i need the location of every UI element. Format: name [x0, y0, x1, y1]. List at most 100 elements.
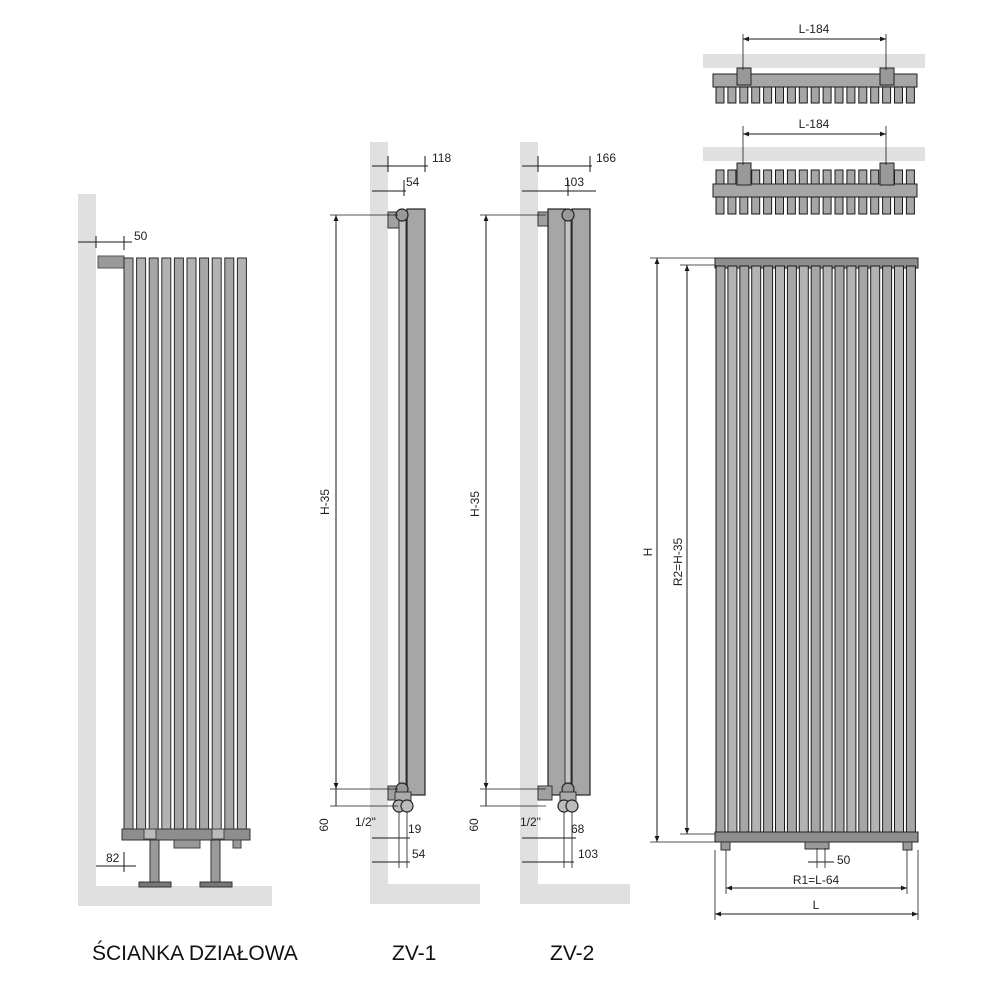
top-view-1: L-184 — [703, 22, 925, 104]
top2-fin-lower — [834, 196, 844, 215]
front-tube — [775, 265, 785, 833]
top2-fin-lower — [763, 196, 773, 215]
partition-tube — [148, 257, 159, 831]
top2-fin-upper — [727, 169, 737, 185]
top2-fin-lower — [894, 196, 903, 215]
top2-fin-lower — [905, 196, 915, 215]
dim-zv2-inner: 68 — [571, 822, 585, 836]
top2-wall — [703, 147, 925, 161]
top2-fin-upper — [822, 169, 832, 185]
front-tube — [751, 265, 762, 833]
partition-foot-base-left — [138, 881, 172, 888]
dim-front-height: H — [641, 548, 655, 557]
top-view-2: L-184 — [703, 117, 925, 215]
top1-fins — [715, 86, 915, 104]
partition-tube — [173, 257, 184, 831]
top2-fin-upper — [846, 169, 856, 185]
top2-fin-upper — [834, 169, 844, 185]
top2-fin-upper — [894, 169, 903, 185]
top1-fin — [882, 86, 892, 104]
partition-bracket — [97, 255, 125, 269]
top2-fin-upper — [905, 169, 915, 185]
top2-fin-upper — [798, 169, 808, 185]
top1-fin — [751, 86, 761, 104]
front-tubes — [715, 265, 916, 833]
dim-zv2-outer: 103 — [578, 847, 598, 861]
front-valve — [804, 841, 830, 850]
top2-fin-lower — [870, 196, 880, 215]
dim-zv1-depth-pipe: 54 — [406, 175, 420, 189]
partition-tube — [211, 257, 222, 831]
caption-partition: ŚCIANKA DZIAŁOWA — [92, 941, 298, 965]
front-tube — [786, 265, 797, 833]
partition-valve — [173, 839, 201, 849]
partition-cap-right — [211, 828, 225, 840]
front-foot-right — [902, 841, 913, 851]
caption-zv1: ZV-1 — [392, 942, 436, 965]
partition-foot-stub — [232, 839, 242, 849]
zv1-front-tube — [406, 208, 426, 796]
top1-fin — [798, 86, 808, 104]
top2-bracket-left — [736, 162, 752, 186]
dim-zv2-depth-total: 166 — [596, 151, 616, 165]
partition-foot-base-right — [199, 881, 233, 888]
top1-fin — [727, 86, 737, 104]
top1-wall — [703, 54, 925, 68]
zv1-view: 118 54 H-35 60 1/2" 19 54 — [317, 142, 480, 904]
top2-fin-lower — [822, 196, 832, 215]
front-tube — [905, 265, 916, 833]
zv2-pipe — [564, 216, 572, 798]
partition-tube — [199, 257, 210, 831]
dim-front-length: L — [813, 898, 820, 912]
top1-fin — [846, 86, 856, 104]
front-tube — [882, 265, 893, 833]
front-tube — [834, 265, 845, 833]
top2-fin-upper — [751, 169, 761, 185]
dim-zv1-bottom: 60 — [317, 818, 331, 832]
top2-fins-lower — [715, 196, 915, 215]
partition-cap-left — [143, 828, 157, 840]
front-tube — [822, 265, 833, 833]
front-tube — [739, 265, 750, 833]
top2-fin-upper — [810, 169, 820, 185]
top1-fin — [834, 86, 844, 104]
top2-bracket-right — [879, 162, 895, 186]
front-tube — [870, 265, 881, 833]
top2-fin-upper — [763, 169, 773, 185]
top2-fin-upper — [870, 169, 880, 185]
top1-bracket-right — [879, 67, 895, 86]
dim-top1: L-184 — [799, 22, 830, 36]
top2-fin-lower — [739, 196, 749, 215]
dim-front-50: 50 — [837, 853, 851, 867]
top2-fin-lower — [786, 196, 796, 215]
top2-fin-lower — [846, 196, 856, 215]
zv2-back-tube — [547, 208, 567, 796]
top1-fin — [822, 86, 832, 104]
top1-fin — [870, 86, 880, 104]
top1-fin — [775, 86, 784, 104]
partition-bottom-collector — [121, 828, 251, 841]
top1-fin — [905, 86, 915, 104]
caption-zv2: ZV-2 — [550, 942, 594, 965]
dim-front-r2: R2=H-35 — [671, 537, 685, 586]
top2-fin-lower — [882, 196, 892, 215]
zv2-bottom-bracket — [537, 785, 553, 801]
zv1-pipe — [398, 216, 407, 798]
top2-fin-upper — [858, 169, 868, 185]
partition-tube — [236, 257, 247, 831]
dim-partition-foot-offset: 82 — [106, 851, 120, 865]
partition-tube — [161, 257, 172, 831]
dim-top2: L-184 — [799, 117, 830, 131]
top1-bracket-left — [736, 67, 752, 86]
zv2-view: 166 103 H-35 60 1/2" 68 103 — [467, 142, 630, 904]
zv1-wall — [370, 142, 480, 904]
dim-partition-wall-offset: 50 — [134, 229, 148, 243]
partition-tubes — [123, 257, 247, 831]
partition-tube — [136, 257, 147, 831]
front-tube — [894, 265, 904, 833]
top2-fin-upper — [775, 169, 784, 185]
top2-fin-upper — [715, 169, 725, 185]
zv2-top-connector — [561, 208, 575, 222]
top2-fin-lower — [727, 196, 737, 215]
dim-zv1-depth-total: 118 — [432, 151, 451, 165]
